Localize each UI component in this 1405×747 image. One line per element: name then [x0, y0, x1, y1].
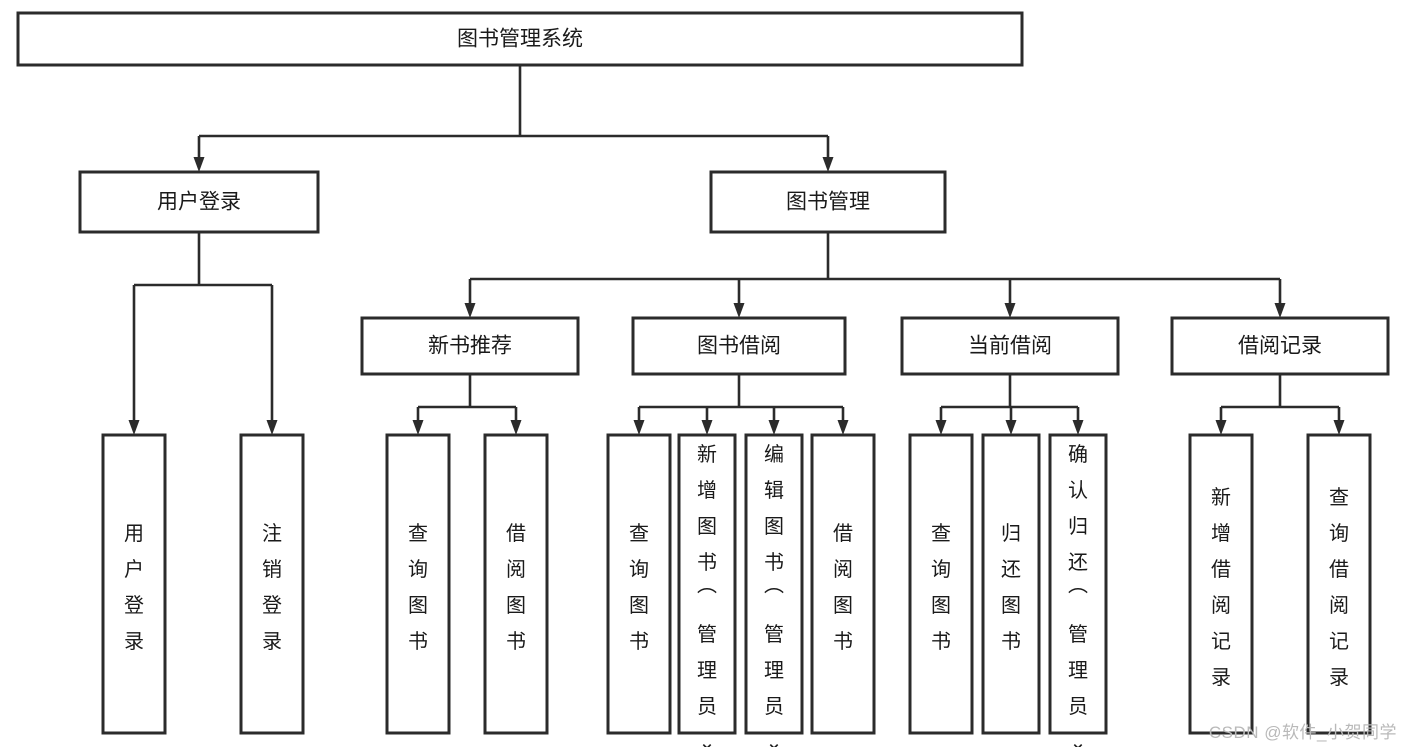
node-leaf-edit-book-admin[interactable]: 编辑图书⌒管理员⌄ — [744, 433, 804, 747]
node-new-book-recommend[interactable]: 新书推荐 — [360, 316, 580, 376]
node-box-book-borrow — [631, 316, 847, 376]
node-box-leaf-edit-book-admin — [744, 433, 804, 735]
arrow-head-user-login-leaf-logout-login — [266, 420, 278, 435]
node-label-leaf-edit-book-admin: 编辑图书⌒管理员⌄ — [764, 443, 784, 747]
arrow-head-root-user-login — [193, 157, 205, 172]
node-box-leaf-add-borrow-record — [1188, 433, 1254, 735]
arrow-head-borrow-record-leaf-query-borrow-record — [1333, 420, 1345, 435]
node-label-root: 图书管理系统 — [457, 28, 583, 51]
node-leaf-query-book-3[interactable]: 查询图书 — [908, 433, 974, 735]
node-leaf-confirm-return-admin[interactable]: 确认归还⌒管理员⌄ — [1048, 433, 1108, 747]
node-book-manage[interactable]: 图书管理 — [709, 170, 947, 234]
node-leaf-query-borrow-record[interactable]: 查询借阅记录 — [1306, 433, 1372, 735]
node-label-leaf-query-book-3: 查询图书 — [931, 522, 951, 653]
node-label-leaf-query-book-1: 查询图书 — [408, 522, 428, 653]
node-box-leaf-user-login — [101, 433, 167, 735]
node-leaf-user-login[interactable]: 用户登录 — [101, 433, 167, 735]
node-box-leaf-query-borrow-record — [1306, 433, 1372, 735]
node-borrow-record[interactable]: 借阅记录 — [1170, 316, 1390, 376]
node-box-leaf-query-book-3 — [908, 433, 974, 735]
node-box-leaf-logout-login — [239, 433, 305, 735]
arrow-head-borrow-record-leaf-add-borrow-record — [1215, 420, 1227, 435]
node-label-leaf-borrow-book-2: 借阅图书 — [833, 522, 853, 653]
node-box-leaf-query-book-1 — [385, 433, 451, 735]
node-label-leaf-add-borrow-record: 新增借阅记录 — [1211, 486, 1231, 689]
node-box-leaf-query-book-2 — [606, 433, 672, 735]
arrow-head-book-manage-new-book-recommend — [464, 303, 476, 318]
arrow-head-book-manage-book-borrow — [733, 303, 745, 318]
node-label-leaf-user-login: 用户登录 — [124, 523, 144, 653]
arrow-head-new-book-recommend-leaf-borrow-book-1 — [510, 420, 522, 435]
node-label-leaf-confirm-return-admin: 确认归还⌒管理员⌄ — [1068, 443, 1088, 747]
node-label-new-book-recommend: 新书推荐 — [428, 335, 512, 358]
node-box-leaf-return-book — [981, 433, 1041, 735]
arrow-head-current-borrow-leaf-confirm-return-admin — [1072, 420, 1084, 435]
node-current-borrow[interactable]: 当前借阅 — [900, 316, 1120, 376]
arrow-head-book-borrow-leaf-query-book-2 — [633, 420, 645, 435]
node-label-book-manage: 图书管理 — [786, 191, 870, 214]
arrow-head-book-manage-current-borrow — [1004, 303, 1016, 318]
node-box-current-borrow — [900, 316, 1120, 376]
node-leaf-logout-login[interactable]: 注销登录 — [239, 433, 305, 735]
node-label-leaf-query-book-2: 查询图书 — [629, 522, 649, 653]
node-label-leaf-return-book: 归还图书 — [1001, 522, 1021, 653]
node-box-root — [16, 11, 1024, 67]
arrow-head-book-borrow-leaf-add-book-admin — [701, 420, 713, 435]
node-user-login[interactable]: 用户登录 — [78, 170, 320, 234]
node-label-user-login: 用户登录 — [157, 191, 241, 214]
node-book-borrow[interactable]: 图书借阅 — [631, 316, 847, 376]
node-label-leaf-add-book-admin: 新增图书⌒管理员⌄ — [697, 443, 717, 747]
node-label-leaf-borrow-book-1: 借阅图书 — [506, 522, 526, 653]
arrow-head-book-borrow-leaf-edit-book-admin — [768, 420, 780, 435]
node-box-user-login — [78, 170, 320, 234]
node-box-new-book-recommend — [360, 316, 580, 376]
node-layer: 图书管理系统用户登录图书管理新书推荐图书借阅当前借阅借阅记录用户登录注销登录查询… — [16, 11, 1390, 747]
arrow-head-current-borrow-leaf-query-book-3 — [935, 420, 947, 435]
arrow-head-current-borrow-leaf-return-book — [1005, 420, 1017, 435]
node-box-leaf-add-book-admin — [677, 433, 737, 735]
connector-layer — [128, 65, 1345, 435]
arrow-head-book-borrow-leaf-borrow-book-2 — [837, 420, 849, 435]
node-leaf-return-book[interactable]: 归还图书 — [981, 433, 1041, 735]
node-label-book-borrow: 图书借阅 — [697, 335, 781, 358]
node-root[interactable]: 图书管理系统 — [16, 11, 1024, 67]
node-label-leaf-logout-login: 注销登录 — [262, 522, 282, 653]
node-box-leaf-borrow-book-1 — [483, 433, 549, 735]
arrow-head-root-book-manage — [822, 157, 834, 172]
node-leaf-query-book-2[interactable]: 查询图书 — [606, 433, 672, 735]
node-leaf-borrow-book-2[interactable]: 借阅图书 — [810, 433, 876, 735]
node-leaf-query-book-1[interactable]: 查询图书 — [385, 433, 451, 735]
watermark-label: CSDN @软件_小贺同学 — [1208, 723, 1397, 742]
node-label-borrow-record: 借阅记录 — [1238, 335, 1322, 358]
node-box-book-manage — [709, 170, 947, 234]
node-leaf-borrow-book-1[interactable]: 借阅图书 — [483, 433, 549, 735]
node-box-borrow-record — [1170, 316, 1390, 376]
node-box-leaf-confirm-return-admin — [1048, 433, 1108, 735]
arrow-head-book-manage-borrow-record — [1274, 303, 1286, 318]
node-label-leaf-query-borrow-record: 查询借阅记录 — [1329, 486, 1349, 689]
arrow-head-user-login-leaf-user-login — [128, 420, 140, 435]
node-leaf-add-book-admin[interactable]: 新增图书⌒管理员⌄ — [677, 433, 737, 747]
arrow-head-new-book-recommend-leaf-query-book-1 — [412, 420, 424, 435]
node-box-leaf-borrow-book-2 — [810, 433, 876, 735]
node-label-current-borrow: 当前借阅 — [968, 335, 1052, 358]
node-leaf-add-borrow-record[interactable]: 新增借阅记录 — [1188, 433, 1254, 735]
